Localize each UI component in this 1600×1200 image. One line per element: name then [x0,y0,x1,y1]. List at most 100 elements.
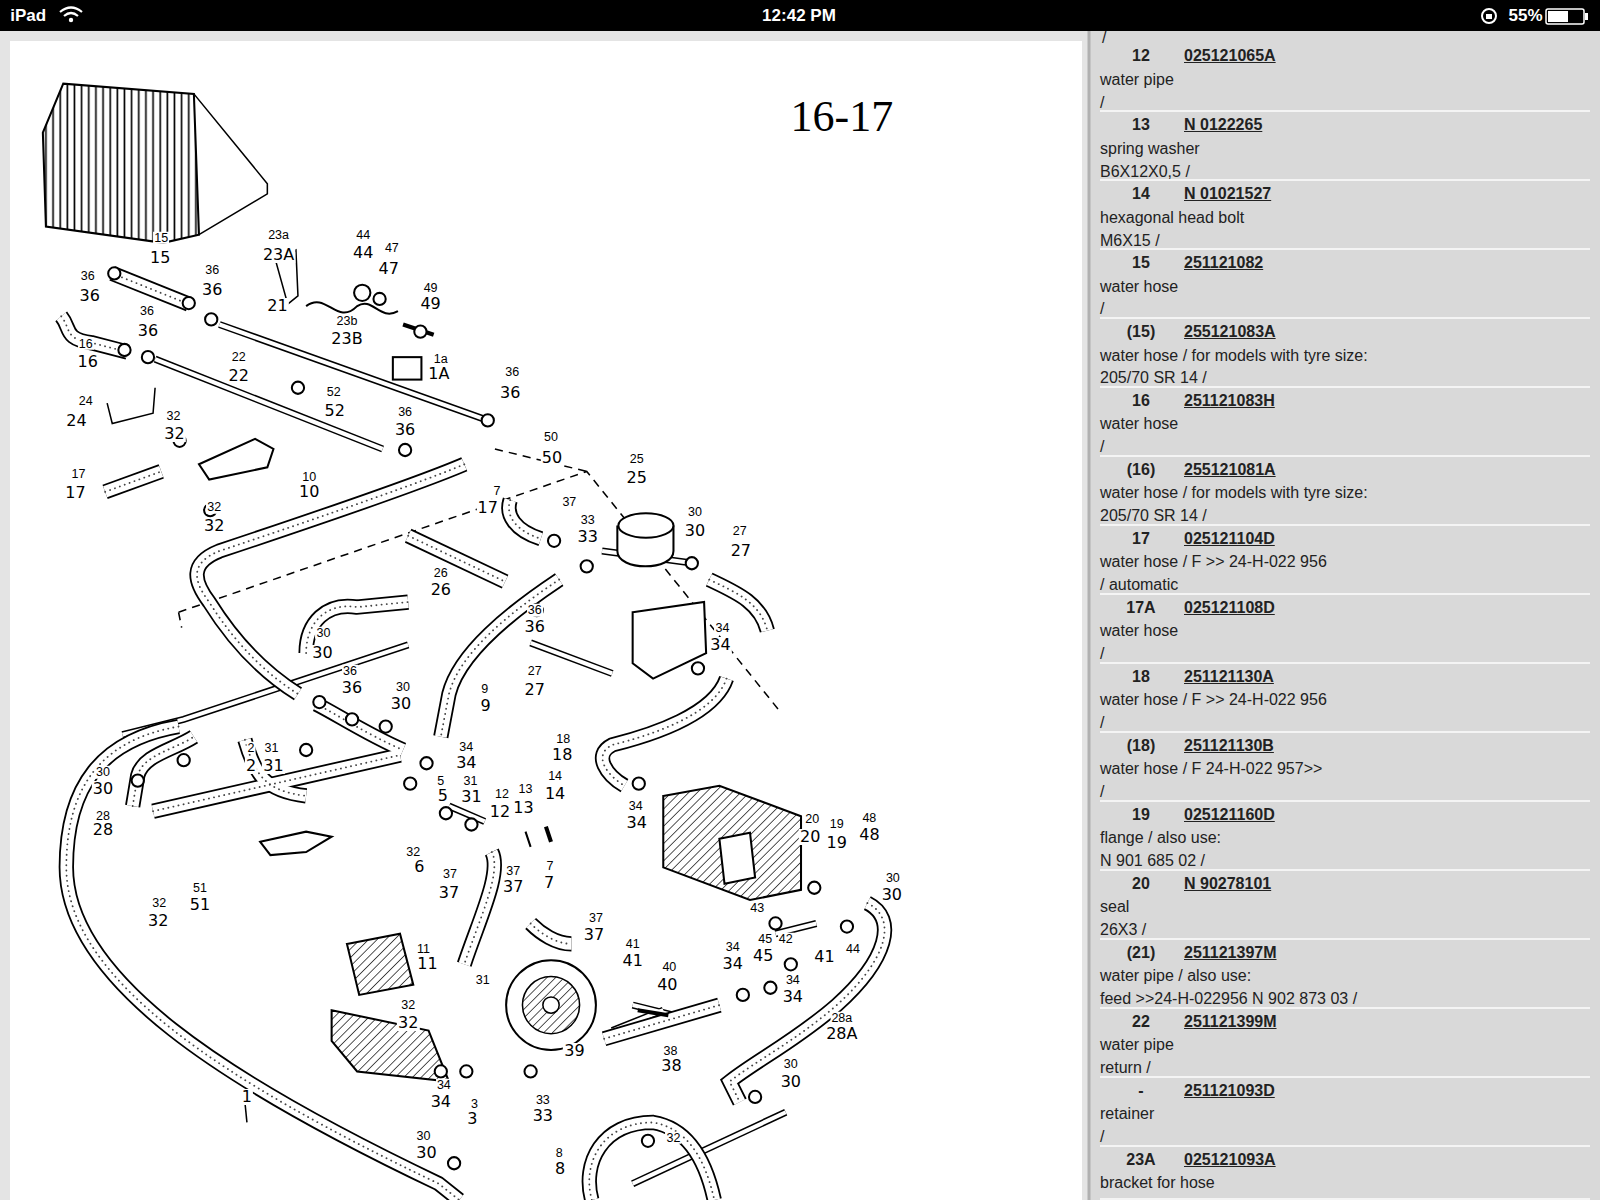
item-number: (15) [1127,324,1155,340]
item-number: 18 [1132,669,1150,685]
callout-number: 30 [95,766,111,779]
callout-number: 34 [628,800,644,813]
parts-list-row: 23A025121093Abracket for hose [1100,1147,1590,1200]
callout-number: 9 [480,683,489,696]
callout-number: 44 [352,245,374,261]
part-number: 251121399M [1184,1014,1277,1030]
callout-number: 39 [563,1043,585,1059]
part-description: N 901 685 02 / [1100,853,1205,869]
callout-number: 45 [752,948,774,964]
callout-number: 32 [400,999,416,1012]
callout-number: 30 [316,626,332,639]
callout-number: 20 [804,813,820,826]
callout-number: 27 [524,682,546,698]
callout-number: 14 [544,786,566,802]
callout-number: 15 [149,250,171,266]
callout-number: 7 [546,860,555,873]
callout-number: 32 [397,1015,419,1031]
callout-number: 8 [554,1161,566,1177]
callout-number: 19 [826,835,848,851]
callout-number: 13 [512,800,534,816]
callout-number: 10 [298,484,320,500]
callout-number: 7 [492,485,501,498]
item-number: 16 [1132,393,1150,409]
part-description: 205/70 SR 14 / [1100,370,1207,386]
callout-number: 17 [64,485,86,501]
callout-number: 11 [416,943,431,956]
part-number: N 90278101 [1184,876,1271,892]
callout-number: 13 [518,783,534,796]
callout-number: 32 [405,846,421,859]
callout-number: 23A [262,247,295,263]
callout-number: 23b [336,315,359,328]
table-text: / [1102,30,1106,46]
callout-number: 31 [462,774,478,787]
item-number: (18) [1127,738,1155,754]
callout-number: 20 [799,829,821,845]
part-description: / [1100,784,1104,800]
part-number: 251121082 [1184,255,1263,271]
callout-number: 28a [830,1012,853,1025]
callout-number: 34 [725,941,741,954]
callout-number: 40 [661,961,677,974]
item-number: 14 [1132,186,1150,202]
part-description: water pipe [1100,72,1174,88]
part-description: / [1100,715,1104,731]
part-description: / [1100,646,1104,662]
parts-list-row: 15 251121082 water hose / [1100,250,1590,319]
callout-number: 30 [684,523,706,539]
callout-number: 22 [231,351,247,364]
callout-number: 1a [433,353,449,366]
callout-number: 32 [151,897,167,910]
item-number: 20 [1132,876,1150,892]
callout-number: 28A [825,1026,858,1042]
callout-number: 7 [543,875,555,891]
callout-number: 34 [436,1078,452,1091]
callout-number: 36 [204,264,220,277]
part-number: 251121083H [1184,393,1275,409]
callout-number: 26 [433,567,449,580]
callout-number: 1A [427,366,450,382]
part-number: 255121083A [1184,324,1276,340]
item-number: 15 [1132,255,1150,271]
callout-number: 31 [262,758,284,774]
parts-list-row: 13N 0122265spring washerB6X12X0,5 / [1100,112,1590,181]
callout-number: 32 [163,426,185,442]
part-number: 025121065A [1184,48,1276,64]
callout-number: 21 [266,298,288,314]
callout-number: 32 [203,518,225,534]
callout-number: 36 [527,604,543,617]
status-bar-text: 55% [1508,7,1542,24]
callout-number: 32 [206,501,222,514]
callout-number: 37 [561,496,577,509]
callout-number: 36 [394,422,416,438]
part-description: water hose [1100,279,1178,295]
callout-number: 31 [263,742,279,755]
callout-number: 36 [139,305,155,318]
callout-number: 41 [621,953,643,969]
parts-list-row: 19025121160Dflange / also use:N 901 685 … [1100,802,1590,871]
part-description: B6X12X0,5 / [1100,164,1190,180]
callout-number: 50 [543,430,559,443]
part-description: / [1100,95,1104,111]
callout-number: 36 [524,619,546,635]
callout-number: 41 [813,949,835,965]
item-number: 13 [1132,117,1150,133]
callout-number: 33 [577,529,599,545]
callout-number: 43 [749,902,765,915]
parts-list-row: 17A025121108Dwater hose/ [1100,595,1590,664]
part-description: flange / also use: [1100,830,1221,846]
callout-number: 37 [502,879,524,895]
callout-number: 41 [625,938,641,951]
callout-number: 44 [845,943,861,956]
part-description: / [1100,301,1104,317]
parts-list-row: 14N 01021527hexagonal head boltM6X15 / [1100,181,1590,250]
status-bar-text: 12:42 PM [762,7,836,24]
parts-list-row: (21)251121397Mwater pipe / also use:feed… [1100,940,1590,1009]
callout-number: 44 [355,228,371,241]
part-description: / [1100,439,1104,455]
part-number: 025121160D [1184,807,1275,823]
sheet-number: 16-17 [791,95,894,139]
callout-number: 9 [480,698,492,714]
status-bar-text: iPad [10,7,46,24]
